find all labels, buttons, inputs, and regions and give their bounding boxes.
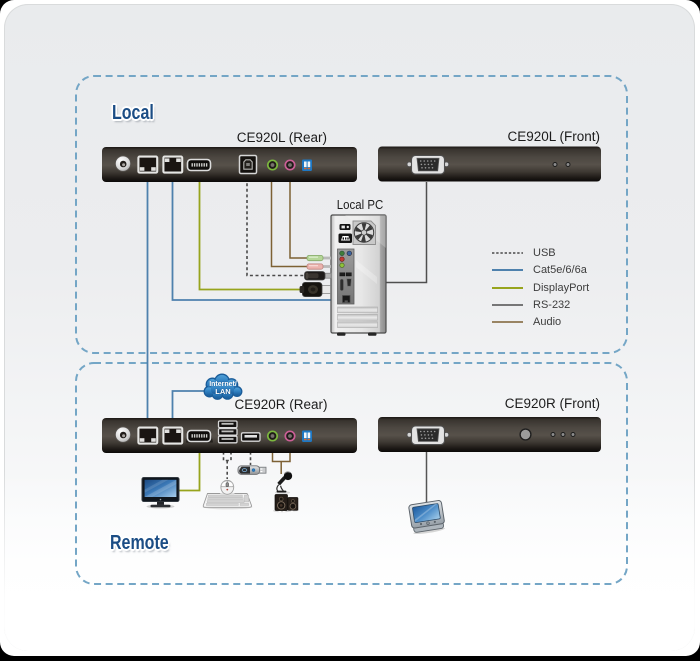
local-zone-label: Local: [112, 102, 154, 124]
audio-in-jack-icon: [284, 159, 296, 171]
displayport-line-swatch: [492, 286, 523, 289]
usb-local-line: [246, 172, 304, 277]
ce920r-front-label: CE920R (Front): [504, 396, 600, 411]
audio-local-line-1: [270, 169, 307, 268]
touch-panel-icon: [408, 500, 445, 535]
legend-item-usb: USB: [492, 244, 589, 261]
cloud-label-line1: Internet/: [209, 380, 237, 388]
cat5e-line-swatch: [492, 269, 523, 272]
pc-power-switch-icon: [339, 224, 351, 230]
cat5e-lan-pc-line: [171, 173, 340, 301]
pc-usb-port-icon: [339, 272, 346, 277]
device-ce920r-front: [378, 417, 601, 452]
power-jack-remote-icon: [114, 426, 132, 443]
device-ce920r-rear: [102, 418, 357, 453]
audio-plug-pink-icon: [306, 263, 331, 270]
audio-port-green-icon: [339, 262, 345, 268]
pc-usb-port-2-icon: [346, 272, 352, 277]
legend-label-displayport: DisplayPort: [533, 281, 590, 294]
legend: USB Cat5e/6/6a DisplayPort RS-232 Audio: [492, 244, 589, 330]
pc-expansion-slots: [337, 306, 378, 328]
dip-switch-remote-icon: [302, 430, 312, 442]
power-jack-icon: [114, 155, 132, 172]
rj45-lan-port-icon: [162, 426, 184, 445]
db9-port-remote-icon: [406, 425, 450, 446]
pc-io-panel: [337, 248, 355, 305]
pc-foot-2-icon: [368, 332, 377, 336]
remote-zone-border: [75, 362, 628, 585]
ps2-port-icon: [339, 250, 345, 256]
audio-line-swatch: [492, 321, 523, 324]
ce920l-front-label: CE920L (Front): [507, 129, 600, 144]
displayport-out-port-icon: [186, 429, 213, 443]
legend-label-cat5e: Cat5e/6/6a: [533, 264, 587, 277]
rj45-link-port-icon: [137, 426, 159, 445]
led-indicators-icon: [552, 162, 571, 167]
connection-lines: [146, 169, 428, 504]
audio-in-jack-remote-icon: [284, 430, 296, 442]
cloud-label-line2: LAN: [215, 386, 231, 396]
local-pc-label: Local PC: [336, 197, 384, 212]
audio-local-line-2: [289, 169, 307, 259]
usb-line-swatch: [492, 252, 523, 254]
usb-b-port-icon: [238, 154, 258, 175]
rj45-port-1-icon: [137, 155, 159, 174]
front-button-icon: [519, 428, 532, 441]
speakers-icon: [273, 494, 299, 513]
local-pc-tower: [330, 214, 387, 336]
usb-plug-icon: [304, 271, 332, 281]
legend-item-cat5e: Cat5e/6/6a: [492, 262, 589, 279]
rs232-line-swatch: [492, 304, 523, 306]
ce920l-rear-label: CE920L (Rear): [236, 130, 327, 145]
db9-port-icon: [406, 154, 450, 175]
pc-parallel-port-icon: [339, 278, 344, 291]
remote-zone-label: Remote: [110, 532, 169, 554]
microphone-icon: [275, 471, 293, 494]
usb-hub-ports-icon: [217, 420, 238, 444]
keyboard-icon: [202, 493, 253, 510]
displayport-local-line: [198, 170, 304, 291]
internet-lan-cloud: [203, 373, 243, 400]
legend-label-audio: Audio: [533, 316, 562, 329]
device-ce920l-front: [378, 146, 601, 182]
local-zone-border: [75, 75, 628, 354]
audio-plug-green-icon: [306, 254, 331, 262]
audio-out-jack-remote-icon: [266, 430, 279, 442]
pc-fan-icon: [352, 220, 376, 245]
ce920r-rear-label: CE920R (Rear): [234, 397, 328, 412]
legend-item-rs232: RS-232: [492, 296, 589, 313]
led-indicators-remote-icon: [550, 432, 576, 437]
ps2-port-2-icon: [346, 250, 352, 256]
displayport-remote-line: [178, 442, 201, 492]
mouse-icon: [219, 479, 235, 496]
audio-out-jack-icon: [266, 159, 279, 171]
device-ce920l-rear: [102, 147, 357, 182]
displayport-plug-icon: [299, 282, 331, 297]
rj45-port-2-icon: [162, 155, 184, 174]
legend-label-rs232: RS-232: [533, 298, 571, 311]
legend-label-usb: USB: [533, 247, 556, 260]
usb-drive-icon: [237, 465, 267, 475]
displayport-port-icon: [186, 158, 212, 172]
cat5e-cloud-line: [171, 390, 206, 426]
pc-power-socket-icon: [338, 233, 352, 243]
usb-port-single-icon: [240, 432, 261, 442]
card-bottom-fade: [4, 470, 695, 651]
pc-serial-port-icon: [346, 278, 352, 287]
legend-item-displayport: DisplayPort: [492, 279, 589, 296]
legend-item-audio: Audio: [492, 314, 589, 331]
monitor-icon: [141, 477, 180, 509]
pc-foot-icon: [337, 332, 346, 336]
audio-port-red-icon: [339, 256, 345, 262]
dip-switch-icon: [302, 159, 312, 171]
